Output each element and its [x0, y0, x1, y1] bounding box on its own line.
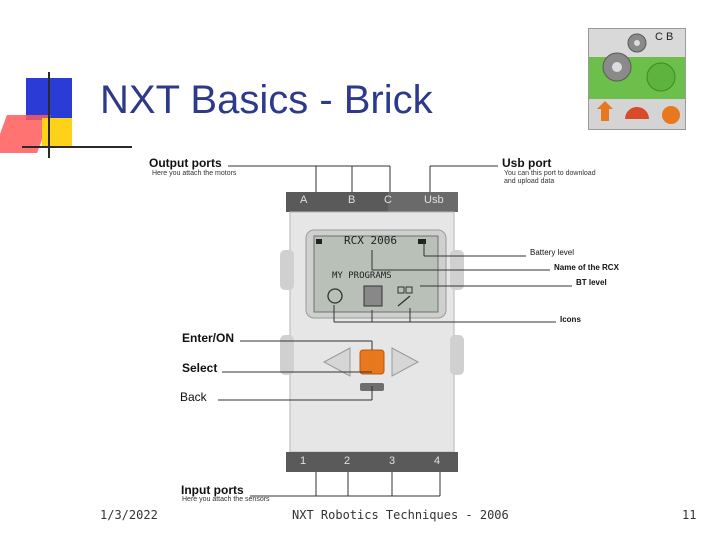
- output-ports-desc: Here you attach the motors: [152, 170, 237, 177]
- icons-label: Icons: [560, 315, 581, 324]
- port-label-a: A: [300, 194, 308, 206]
- bt-level-label: BT level: [576, 278, 607, 287]
- output-ports-label: Output ports: [149, 156, 222, 170]
- screen-menu: MY PROGRAMS: [332, 271, 392, 281]
- corner-vertical-line: [48, 72, 50, 158]
- slide-date: 1/3/2022: [100, 508, 158, 522]
- usb-port-callout: Usb port: [502, 156, 552, 170]
- input-ports-label: Input ports: [181, 483, 244, 497]
- slide-footer-title: NXT Robotics Techniques - 2006: [292, 508, 509, 522]
- block-port-label: C B: [655, 31, 674, 43]
- port-label-4: 4: [434, 455, 441, 467]
- port-label-2: 2: [344, 455, 351, 467]
- back-label: Back: [180, 390, 207, 404]
- rcx-name-label: Name of the RCX: [554, 263, 619, 272]
- corner-horizontal-line: [22, 146, 132, 148]
- nxt-motor-block-icon: C B: [588, 28, 686, 130]
- select-label: Select: [182, 361, 218, 375]
- port-label-1: 1: [300, 455, 307, 467]
- yellow-square: [42, 118, 72, 148]
- input-ports-desc: Here you attach the sensors: [182, 496, 270, 503]
- port-label-3: 3: [389, 455, 396, 467]
- screen-header: RCX 2006: [344, 234, 397, 247]
- port-label-c: C: [384, 194, 392, 206]
- usb-port-desc-line2: and upload data: [504, 178, 555, 185]
- port-label-b: B: [348, 194, 356, 206]
- battery-level-label: Battery level: [530, 248, 575, 257]
- slide-title: NXT Basics - Brick: [100, 78, 433, 122]
- enter-on-label: Enter/ON: [182, 331, 235, 345]
- usb-port-desc-line1: You can this port to download: [504, 170, 596, 177]
- usb-port-label: Usb: [424, 194, 444, 206]
- slide-page-number: 11: [682, 508, 697, 522]
